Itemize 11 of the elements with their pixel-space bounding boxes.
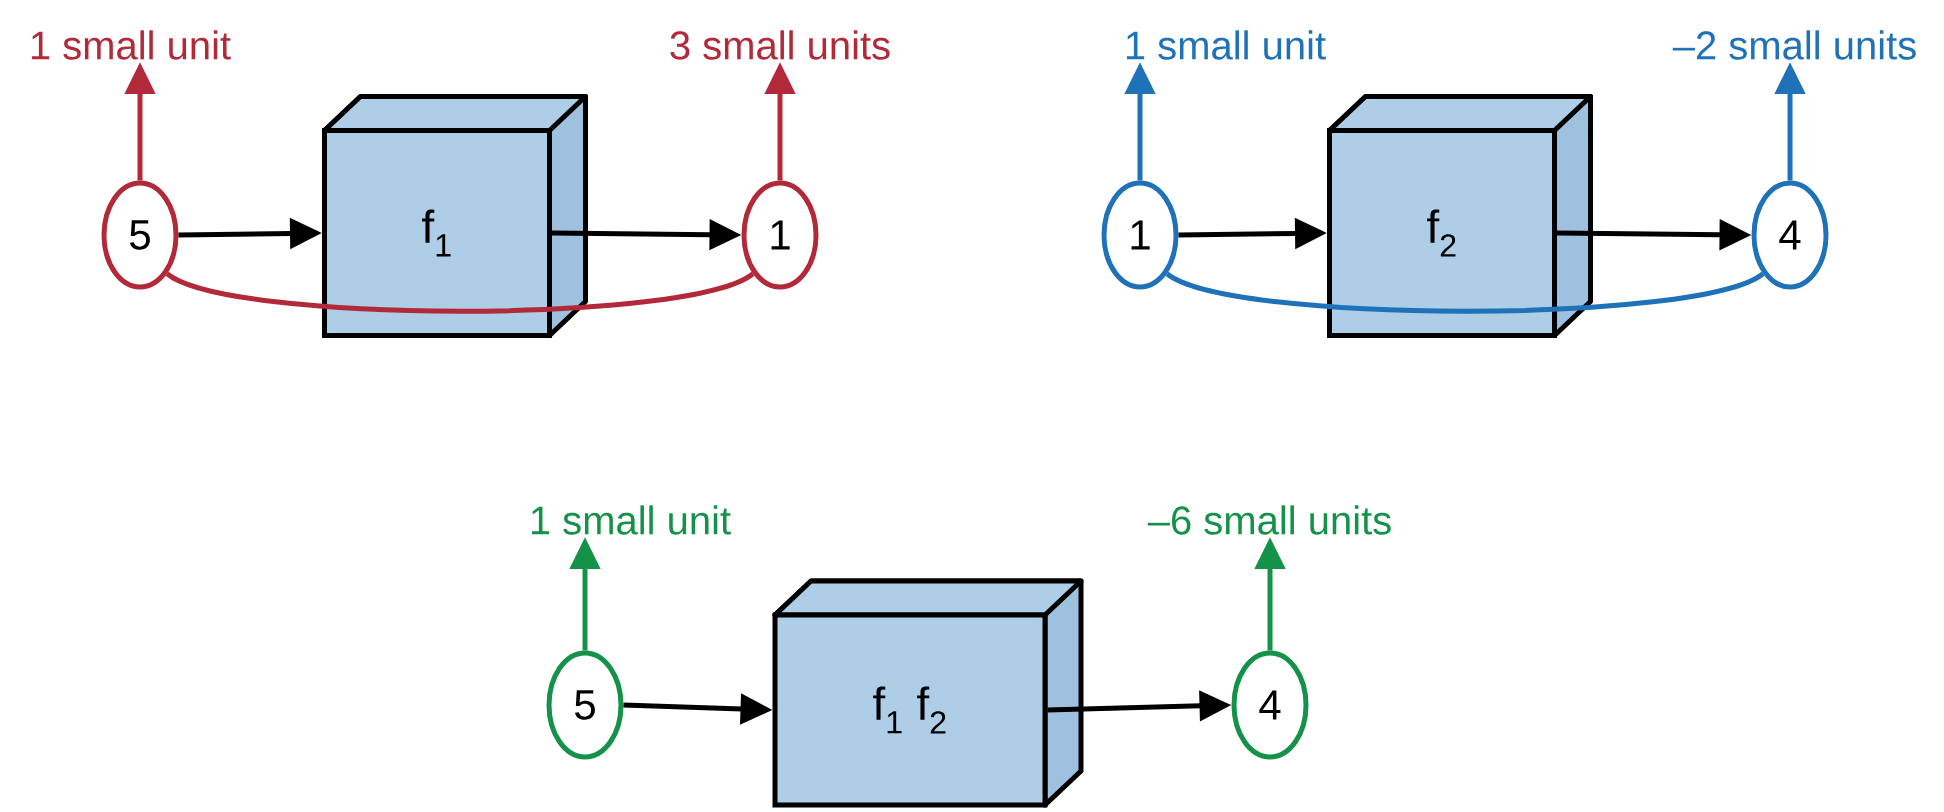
value-label: 1 small unit (1126, 30, 1326, 60)
function-box: f$_{1}$ f$_{2}$ (772, 578, 1084, 808)
value-label: 1 small unit (31, 30, 231, 60)
function-box: f$_{2}$ (1327, 94, 1593, 338)
value-label: –6 small units (1147, 505, 1391, 535)
function-box: f$_{1}$ (322, 94, 588, 338)
value-label: 3 small units (670, 30, 890, 60)
curved-line (166, 271, 755, 314)
curved-line (1166, 271, 1765, 314)
value-label: 1 small unit (531, 505, 731, 535)
value-label: –2 small units (1672, 30, 1916, 60)
